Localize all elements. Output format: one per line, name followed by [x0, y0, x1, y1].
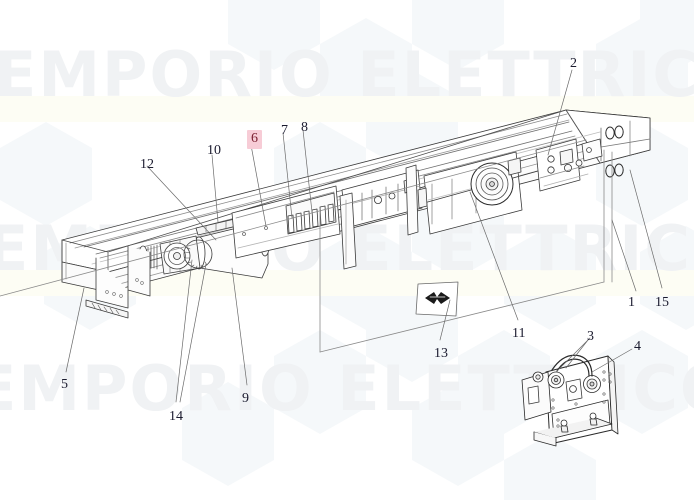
callout-12[interactable]: 12	[140, 157, 154, 172]
callout-10[interactable]: 10	[207, 143, 221, 158]
callout-15[interactable]: 15	[655, 295, 669, 310]
callout-6[interactable]: 6	[247, 130, 262, 149]
callout-14[interactable]: 14	[169, 409, 183, 424]
callout-9[interactable]: 9	[242, 391, 249, 406]
callout-2[interactable]: 2	[570, 56, 577, 71]
callout-3[interactable]: 3	[587, 329, 594, 344]
callout-11[interactable]: 11	[512, 326, 526, 341]
callout-13[interactable]: 13	[434, 346, 448, 361]
callout-1[interactable]: 1	[628, 295, 635, 310]
callout-5[interactable]: 5	[61, 377, 68, 392]
callout-4[interactable]: 4	[634, 339, 641, 354]
callout-8[interactable]: 8	[301, 120, 308, 135]
callout-7[interactable]: 7	[281, 123, 288, 138]
